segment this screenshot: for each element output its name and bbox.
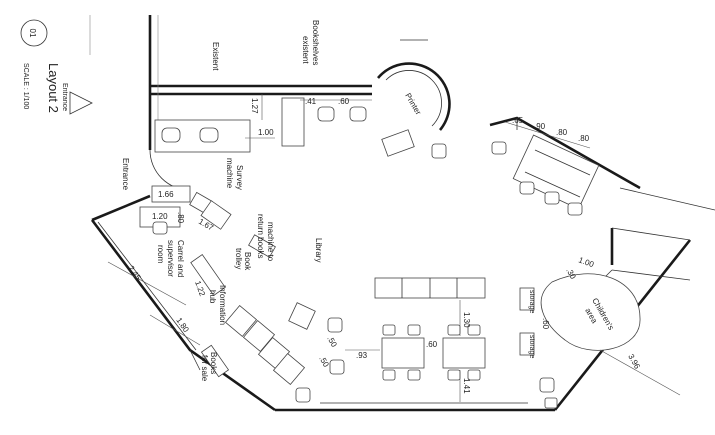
label-bookshelves: Bookshelves: [311, 20, 320, 65]
label-book-trolley-2: trolley: [234, 248, 243, 269]
label-storage-2: storage: [528, 335, 535, 358]
label-books-sale-2: for sale: [200, 355, 209, 382]
dim-50b: .50: [317, 355, 331, 370]
study-desks-cluster: [491, 134, 600, 216]
walls: [90, 15, 715, 412]
dimension-lines: [107, 94, 681, 402]
label-return-machine: machine to: [266, 222, 275, 262]
label-printer: Printer: [403, 92, 423, 117]
information-hub: [190, 254, 226, 296]
drawing-title: Layout 2: [46, 63, 61, 113]
furniture: [139, 97, 641, 409]
lounge-seating: [224, 302, 345, 403]
return-books-machine: [200, 200, 232, 230]
storage-2: [519, 332, 535, 356]
label-storage-1: storage: [528, 290, 535, 313]
dim-127: 1.27: [250, 98, 259, 114]
title-block: 01 Entrance Layout 2 SCALE : 1/100: [20, 15, 93, 115]
bookshelves-existent: [281, 97, 305, 147]
title-subtitle: Entrance: [61, 83, 68, 111]
label-hub: hub: [208, 290, 217, 304]
label-existent: Existent: [211, 42, 220, 71]
dim-100: 1.00: [258, 128, 274, 137]
room-labels: Existent Bookshelves existent Printer En…: [121, 20, 616, 382]
label-carrel-3: room: [156, 245, 165, 264]
printer: [381, 129, 415, 157]
label-survey: Survey: [235, 165, 244, 190]
dim-80c: .80: [176, 212, 185, 224]
label-carrel-2: supervisor: [166, 240, 175, 277]
dim-80b: .80: [578, 134, 590, 143]
label-books-sale-1: Books: [209, 352, 218, 374]
dim-90: .90: [534, 122, 546, 131]
label-information: Information: [218, 285, 227, 325]
storage-1: [519, 287, 535, 311]
dim-60a: .60: [338, 97, 350, 106]
entrance-arrow-icon: [69, 91, 93, 115]
dimension-labels: 1.27 1.00 .41 .60 .65 .90 .80 .80 1.66 1…: [126, 97, 642, 394]
bookshelf-row: [374, 277, 486, 299]
dim-93: .93: [356, 351, 368, 360]
dim-41: .41: [305, 97, 317, 106]
dim-60b: .60: [541, 318, 550, 330]
label-carrel-1: Carrel and: [176, 240, 185, 277]
dim-396: 3.96: [626, 353, 642, 371]
label-book-trolley-1: Book: [243, 252, 252, 271]
drawing-number: 01: [28, 29, 37, 38]
label-entrance: Entrance: [121, 158, 130, 191]
dim-80a: .80: [556, 128, 568, 137]
dim-166: 1.66: [158, 190, 174, 199]
dim-50a: .50: [325, 335, 339, 350]
dim-141: 1.41: [462, 378, 471, 394]
book-trolley: [248, 234, 276, 258]
label-bookshelves-existent: existent: [301, 36, 310, 64]
dim-120: 1.20: [152, 212, 168, 221]
dim-65: .65: [512, 116, 524, 125]
dim-60c: .60: [426, 340, 438, 349]
drawing-number-circle: [20, 19, 48, 47]
label-library: Library: [314, 238, 323, 262]
label-return-books: return books: [256, 214, 265, 258]
label-survey-machine: machine: [225, 158, 234, 189]
survey-machine: [151, 185, 191, 203]
drawing-scale: SCALE : 1/100: [22, 63, 29, 109]
books-for-sale-shelf: [200, 344, 230, 378]
dim-130: 1.30: [462, 312, 471, 328]
dim-100b: 1.00: [577, 255, 595, 269]
study-tables: [381, 324, 486, 381]
childrens-area: [540, 273, 641, 351]
